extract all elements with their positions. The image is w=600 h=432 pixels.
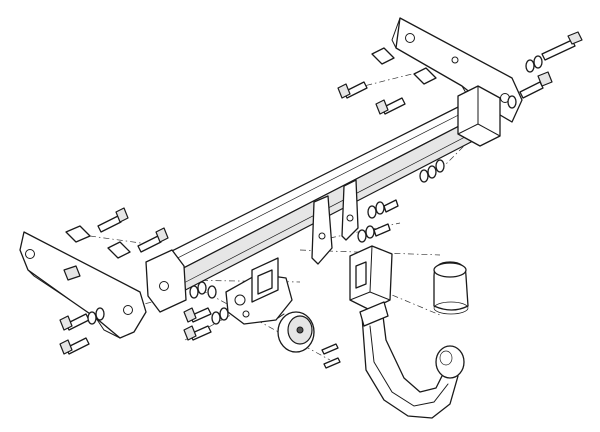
nut-washer-set [189,281,217,299]
socket-plate-hole [234,294,246,306]
nut-washer-set [211,307,229,325]
mounting-tab [341,179,359,241]
beam-edge [457,123,479,135]
bolt [375,97,406,115]
beam-edge [177,123,491,287]
square-washer [65,225,91,243]
square-washer [371,47,395,65]
bracket-hole [123,305,133,315]
square-washers [65,47,437,259]
bracket-hole [25,249,35,259]
bracket-edge [95,317,121,339]
socket-pin [296,326,304,334]
bolt [137,227,169,253]
bolt [337,81,368,99]
plate-hole [159,281,169,291]
nut [63,265,81,281]
square-washer [413,67,437,85]
clamp-window [355,261,367,289]
bolt [519,71,553,99]
bracket-plate [19,231,147,339]
socket-plate-hole [242,310,250,318]
side-bracket-right [391,17,523,123]
swan-neck-tow-bar [359,301,465,419]
bolt [183,325,212,341]
tow-bar-edge [369,325,449,407]
cover-top [433,262,467,278]
side-bracket-left [19,231,147,339]
bolt [59,337,90,355]
clamp-edge [369,291,391,301]
nut-washer-set [87,307,105,325]
nut-washer-set [357,223,391,243]
tow-ball-cover [433,261,469,315]
bolts [59,31,583,369]
square-washer [107,241,131,259]
bolt [183,307,212,323]
tab-hole [318,232,326,240]
bracket-hole [405,33,415,43]
bolt [59,313,90,331]
bolt [541,31,583,61]
mounting-tabs [311,179,359,265]
socket-plate-assembly [225,257,293,325]
bolt [321,343,339,355]
guide-line [379,289,441,316]
clamp-edge [349,291,371,301]
bracket-edge [391,17,401,49]
bolt [97,207,129,233]
tow-ball [435,345,465,379]
bracket-hole [451,56,459,64]
beam-edge [477,123,501,137]
nut-washer-set [507,95,517,109]
electrical-socket [277,311,315,353]
tow-ball-highlight [439,350,453,366]
nut-washer-set [419,159,445,183]
tow-bar-top [359,301,389,327]
clamp-block [349,245,393,311]
receiver-slot [257,269,273,295]
beam-left-plate [145,249,187,313]
nut-washer-set [525,55,543,73]
bolt [323,357,341,369]
cover-rim [433,301,469,315]
beam-end-block [457,85,501,147]
tab-hole [346,214,354,222]
mounting-tab [311,195,333,265]
clamp-edge [369,245,373,293]
beam-edge [157,99,489,269]
socket-edge [277,313,285,319]
cross-member-beam [145,85,501,313]
bracket-edge [27,269,71,301]
nut-washer-set [367,199,399,219]
nut-washer-sets [87,55,543,325]
